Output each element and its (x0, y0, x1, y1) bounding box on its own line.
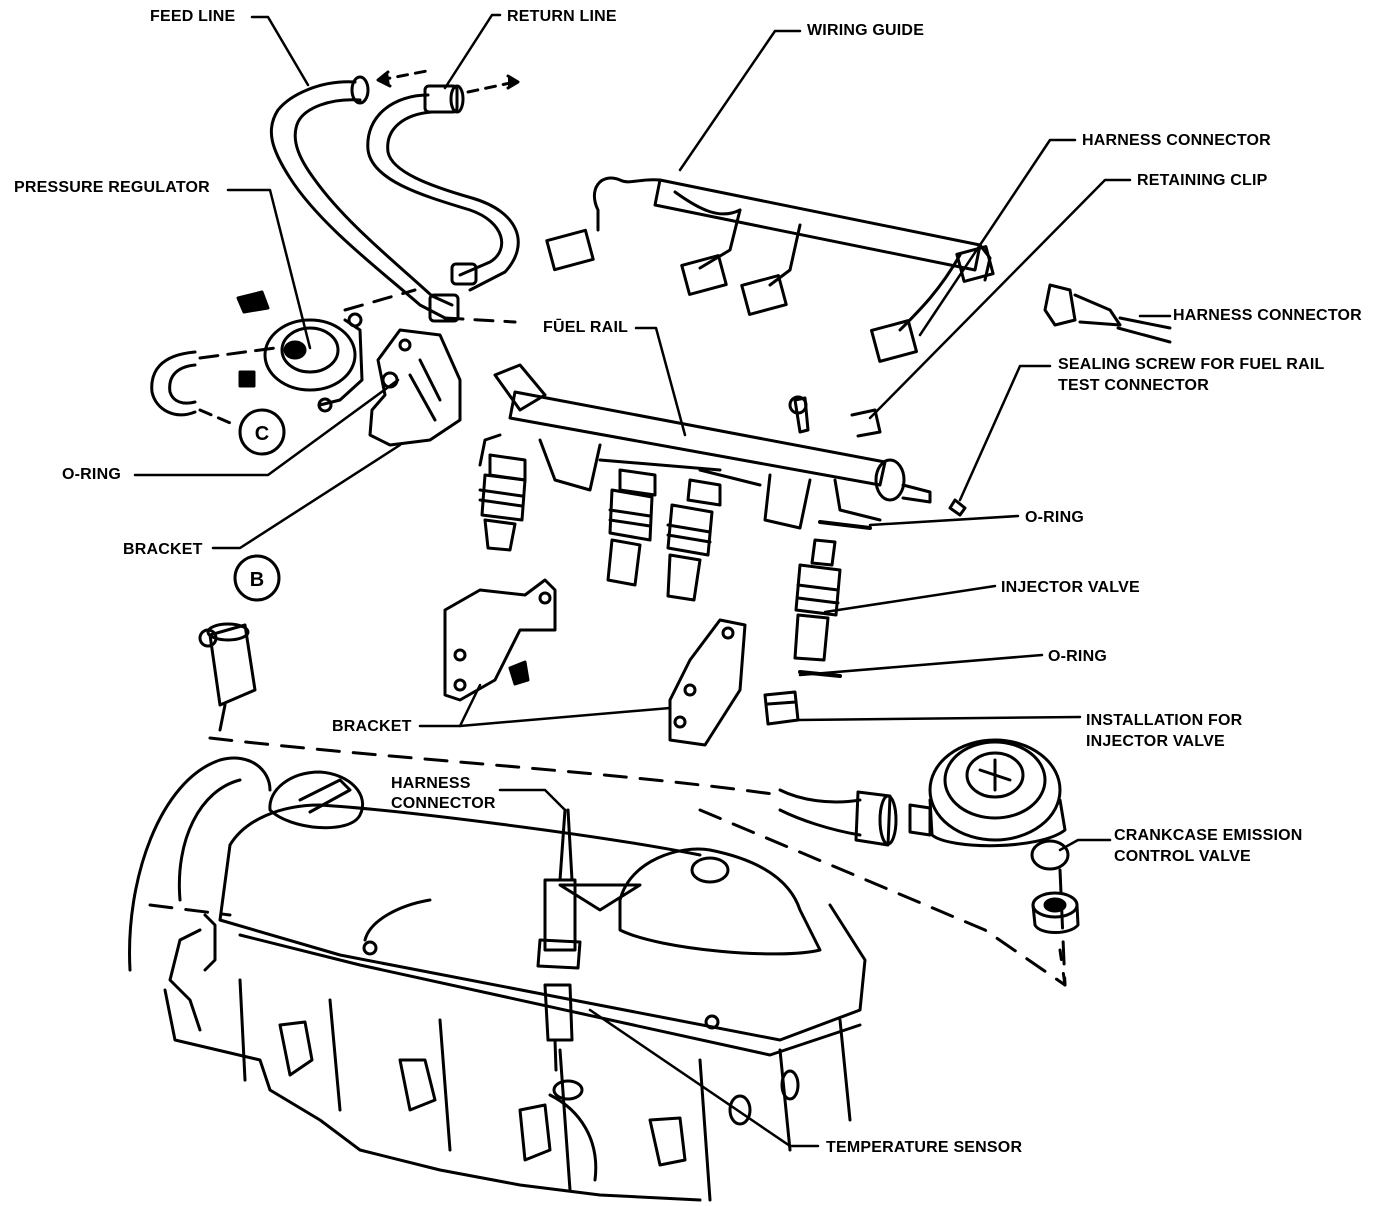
pressure-regulator (236, 290, 364, 413)
label-harness-connector-engine-line2: CONNECTOR (391, 795, 496, 812)
small-bolt (508, 660, 530, 686)
label-sealing-screw-line2: TEST CONNECTOR (1058, 377, 1209, 394)
callout-b-label: B (250, 569, 264, 591)
vacuum-hose (150, 346, 277, 427)
crankcase-hose (778, 788, 898, 847)
engine-valve-cover (128, 756, 867, 1057)
crankcase-valve (908, 738, 1070, 871)
label-return-line: RETURN LINE (507, 8, 617, 25)
part-b-fitting (198, 622, 257, 732)
injector-valve (793, 538, 842, 662)
label-installation-line2: INJECTOR VALVE (1086, 733, 1225, 750)
fuel-rail (478, 363, 932, 530)
feed-line-hose (269, 75, 460, 323)
label-installation-line1: INSTALLATION FOR (1086, 712, 1243, 729)
callout-b-circle (233, 554, 281, 602)
label-fuel-rail: FŪEL RAIL (543, 319, 629, 336)
injector-1 (478, 453, 527, 552)
injector-bracket-2 (668, 618, 747, 747)
label-bracket-left: BRACKET (123, 541, 203, 558)
harness-connector-right (1043, 283, 1172, 344)
grommet (1031, 891, 1080, 934)
injector-3 (666, 478, 722, 602)
o-ring-rail (818, 520, 872, 530)
label-crankcase-line2: CONTROL VALVE (1114, 848, 1251, 865)
label-injector-valve: INJECTOR VALVE (1001, 579, 1140, 596)
sealing-screw (948, 498, 967, 517)
return-line-hose (366, 84, 520, 292)
label-wiring-guide: WIRING GUIDE (807, 22, 925, 39)
label-retaining-clip: RETAINING CLIP (1137, 172, 1268, 189)
label-crankcase-line1: CRANKCASE EMISSION (1114, 827, 1303, 844)
label-harness-connector-top: HARNESS CONNECTOR (1082, 132, 1271, 149)
label-o-ring-rail: O-RING (1025, 509, 1084, 526)
injector-bracket-1 (443, 578, 557, 702)
label-harness-connector-right: HARNESS CONNECTOR (1173, 307, 1362, 324)
retaining-clip (850, 408, 882, 438)
label-harness-connector-engine-line1: HARNESS (391, 775, 471, 792)
label-feed-line: FEED LINE (150, 8, 236, 25)
label-pressure-regulator: PRESSURE REGULATOR (14, 179, 210, 196)
label-o-ring-injector: O-RING (1048, 648, 1107, 665)
callout-c-label: C (255, 423, 269, 445)
engine-block (163, 913, 852, 1202)
leader-lines (133, 13, 1172, 1148)
label-temperature-sensor: TEMPERATURE SENSOR (826, 1139, 1023, 1156)
injector-2 (606, 468, 657, 587)
wiring-guide (545, 176, 995, 363)
label-bracket-bottom: BRACKET (332, 718, 412, 735)
label-sealing-screw-line1: SEALING SCREW FOR FUEL RAIL (1058, 356, 1325, 373)
temperature-sensor (536, 808, 598, 1182)
callout-c-circle (238, 408, 286, 456)
label-o-ring-left: O-RING (62, 466, 121, 483)
installation-part (763, 690, 800, 726)
regulator-bracket (368, 328, 462, 447)
